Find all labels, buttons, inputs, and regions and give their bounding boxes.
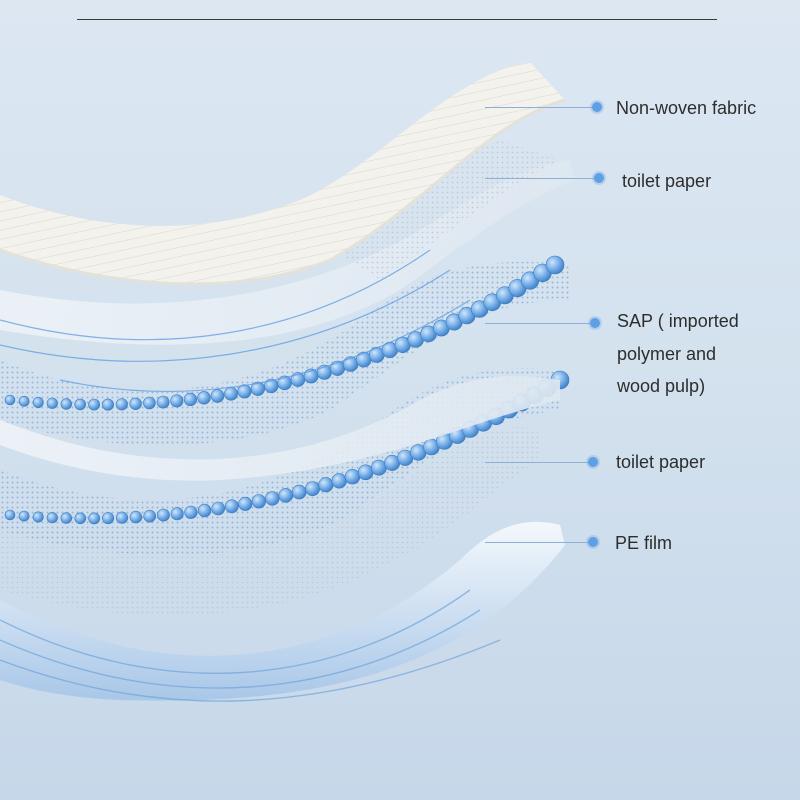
sap-bead	[342, 356, 359, 372]
sap-bead	[305, 481, 320, 496]
sap-bead	[129, 397, 142, 410]
sap-bead	[238, 496, 253, 511]
label-sap-line-1: SAP ( imported	[617, 311, 739, 331]
callout-line-sap	[485, 323, 593, 324]
sap-bead	[357, 464, 374, 481]
sap-bead	[545, 255, 565, 275]
sap-bead	[224, 499, 239, 514]
sap-bead	[32, 396, 44, 408]
callout-line-pe-film	[485, 542, 591, 543]
sap-bead	[210, 389, 225, 403]
upper-toilet-paper-mesh	[320, 140, 560, 280]
sap-bead	[291, 484, 307, 500]
sap-bead	[251, 494, 266, 509]
sap-bead	[143, 509, 156, 523]
sap-bead	[211, 501, 225, 516]
sap-bead	[18, 510, 30, 522]
callout-dot-pe-film	[588, 537, 598, 547]
middle-sheet-layer	[0, 376, 560, 481]
pe-film-streaks	[0, 589, 501, 702]
sap-bead	[156, 395, 170, 409]
callout-dot-sap	[590, 318, 600, 328]
sap-bead	[102, 398, 115, 411]
sap-bead	[157, 508, 170, 522]
sap-bead	[250, 381, 265, 396]
sap-bead	[143, 396, 156, 410]
sap-bead	[74, 512, 87, 525]
sap-bead	[88, 398, 100, 411]
label-toilet-paper-top: toilet paper	[622, 171, 712, 191]
sap-bead	[278, 488, 294, 503]
label-sap-line-2: polymer and	[617, 344, 717, 364]
sap-bead	[197, 391, 211, 405]
sap-bead	[129, 510, 143, 524]
sap-bead	[46, 397, 58, 409]
sap-bead	[224, 386, 238, 401]
sap-bead	[46, 512, 58, 524]
sap-bead	[18, 395, 30, 407]
label-toilet-paper-bottom: toilet paper	[616, 452, 706, 472]
pe-film-layer	[0, 521, 565, 701]
callout-dot-toilet-paper-bottom	[588, 457, 598, 467]
label-non-woven-fabric: Non-woven fabric	[616, 98, 757, 118]
sap-bead	[170, 507, 184, 521]
sap-bead	[265, 491, 280, 506]
label-sap-line-3: wood pulp)	[617, 376, 706, 396]
sap-bead	[344, 469, 361, 485]
sap-bead	[4, 394, 16, 406]
sap-bead	[237, 384, 252, 399]
upper-sap-band	[0, 261, 570, 445]
callout-line-toilet-paper-bottom	[485, 462, 591, 463]
sap-bead	[88, 512, 101, 525]
callout-dot-nonwoven	[592, 102, 602, 112]
non-woven-fabric-edge	[0, 98, 566, 286]
sap-bead	[74, 398, 86, 411]
non-woven-fabric-texture	[0, 62, 565, 284]
lower-toilet-paper-layer	[0, 427, 540, 616]
callout-dot-toilet-paper-top	[594, 173, 604, 183]
sap-bead	[331, 473, 347, 489]
callout-line-nonwoven	[485, 107, 595, 108]
sap-bead	[115, 398, 128, 411]
callout-line-toilet-paper-top	[485, 178, 597, 179]
sap-bead	[184, 505, 198, 519]
label-pe-film: PE film	[615, 533, 673, 553]
sap-bead	[183, 392, 197, 407]
sap-bead	[197, 503, 212, 518]
sap-bead	[32, 511, 44, 523]
sap-bead	[4, 509, 16, 521]
sap-bead	[318, 477, 334, 493]
blue-streaks	[0, 249, 471, 392]
sap-bead	[170, 394, 184, 408]
sap-bead	[60, 512, 73, 524]
sap-bead	[115, 511, 129, 524]
upper-sap-beads	[4, 255, 565, 411]
top-divider-line	[77, 19, 717, 20]
sap-bead	[60, 398, 73, 410]
sap-bead	[102, 512, 115, 525]
